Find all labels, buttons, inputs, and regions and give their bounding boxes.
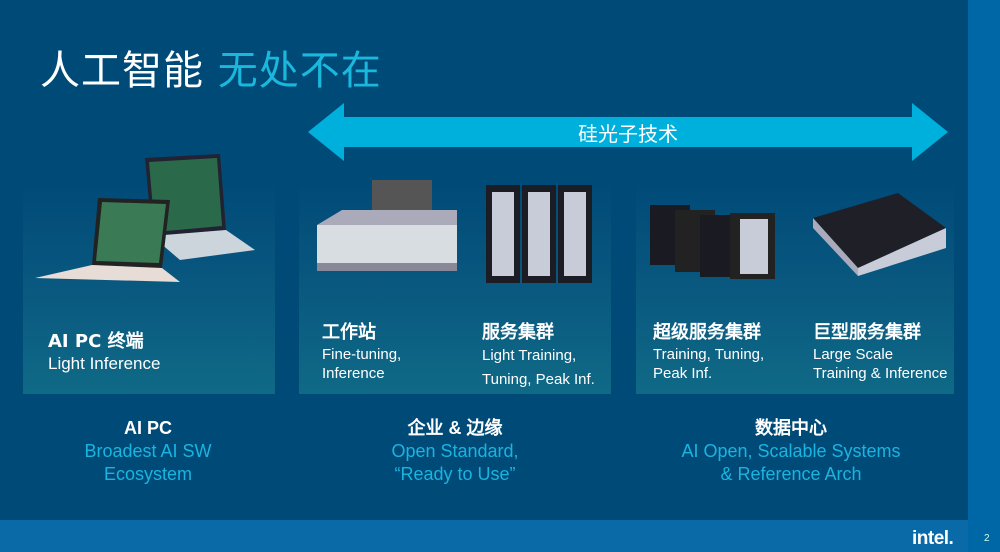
group-desc: Broadest AI SW	[84, 441, 212, 461]
double-arrow-icon	[308, 103, 948, 161]
group-desc: Ecosystem	[103, 464, 193, 484]
card-label-workstation: 工作站 Fine-tuning, Inference	[322, 323, 442, 383]
card-desc: Fine-tuning, Inference	[322, 346, 402, 382]
title-highlight: 无处不在	[217, 48, 382, 94]
group-heading: AI PC	[123, 418, 172, 438]
card-title: 巨型服务集群	[813, 322, 921, 343]
arrow-label: 硅光子技术	[578, 122, 678, 146]
group-heading: 数据中心	[755, 418, 827, 438]
server-racks-image	[486, 185, 592, 283]
card-label-super-cluster: 超级服务集群 Training, Tuning, Peak Inf.	[653, 323, 764, 383]
group-enterprise-edge: 企业 & 边缘 Open Standard, “Ready to Use”	[355, 417, 555, 486]
card-title: 超级服务集群	[653, 322, 761, 343]
card-title: 工作站	[322, 322, 376, 343]
card-desc: Peak Inf.	[653, 365, 713, 382]
card-desc: Light Inference	[48, 354, 161, 373]
footer-bar	[0, 520, 968, 552]
title-main: 人工智能	[40, 48, 204, 94]
laptops-image	[35, 154, 255, 282]
group-datacenter: 数据中心 AI Open, Scalable Systems & Reference…	[661, 417, 921, 486]
card-desc: Training & Inference	[813, 365, 948, 382]
card-desc: Tuning, Peak Inf.	[482, 371, 595, 388]
slide-title: 人工智能 无处不在	[40, 38, 382, 96]
group-desc: & Reference Arch	[720, 464, 862, 484]
card-label-server-cluster: 服务集群 Light Training, Tuning, Peak Inf.	[482, 323, 595, 389]
card-desc: Large Scale	[813, 346, 894, 363]
page-number: 2	[984, 533, 990, 544]
card-desc: Light Training,	[482, 347, 577, 364]
intel-logo: intel.	[912, 528, 954, 549]
group-desc: “Ready to Use”	[394, 464, 516, 484]
giant-cluster-image	[813, 193, 946, 276]
group-desc: AI Open, Scalable Systems	[681, 441, 901, 461]
side-strip	[968, 0, 1000, 552]
super-cluster-image	[650, 205, 775, 279]
card-label-ai-pc: AI PC 终端 Light Inference	[48, 332, 160, 374]
group-heading: 企业 & 边缘	[407, 418, 503, 438]
group-ai-pc: AI PC Broadest AI SW Ecosystem	[48, 417, 248, 486]
workstation-image	[317, 180, 457, 271]
group-desc: Open Standard,	[391, 441, 519, 461]
card-title: AI PC 终端	[48, 331, 144, 352]
card-title: 服务集群	[482, 322, 554, 343]
card-desc: Training, Tuning,	[653, 346, 765, 363]
